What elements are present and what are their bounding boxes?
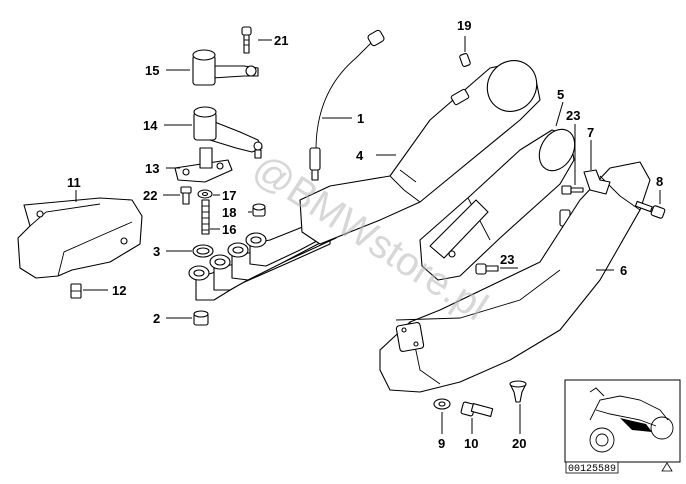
part-2-nut[interactable] bbox=[193, 310, 209, 326]
label-7: 7 bbox=[587, 125, 594, 140]
label-20: 20 bbox=[512, 436, 526, 451]
part-9-washer[interactable] bbox=[433, 398, 451, 410]
label-12: 12 bbox=[112, 283, 126, 298]
label-1: 1 bbox=[357, 111, 364, 126]
leader-lines bbox=[75, 36, 661, 434]
label-21: 21 bbox=[274, 33, 288, 48]
label-23-upper: 23 bbox=[566, 108, 580, 123]
label-5: 5 bbox=[557, 87, 564, 102]
part-23-bolt-upper[interactable] bbox=[561, 185, 584, 195]
label-19: 19 bbox=[457, 18, 471, 33]
label-15: 15 bbox=[145, 63, 159, 78]
part-18-nut[interactable] bbox=[252, 203, 266, 217]
part-11-heat-shield[interactable] bbox=[17, 197, 143, 279]
label-10: 10 bbox=[464, 436, 478, 451]
label-14: 14 bbox=[143, 118, 158, 133]
part-4-silencer[interactable] bbox=[299, 51, 547, 245]
label-6: 6 bbox=[620, 263, 627, 278]
part-labels: 21 15 14 13 22 17 18 16 3 2 11 12 1 4 19… bbox=[67, 18, 663, 451]
drawing-number-box: 00125589 bbox=[565, 461, 619, 475]
triangle-marker-icon bbox=[661, 462, 673, 472]
part-13-plate[interactable] bbox=[174, 147, 233, 183]
label-22: 22 bbox=[143, 188, 157, 203]
label-16: 16 bbox=[222, 222, 236, 237]
part-23-bolt-lower[interactable] bbox=[475, 263, 499, 275]
part-17-washer[interactable] bbox=[197, 189, 213, 199]
label-3: 3 bbox=[153, 244, 160, 259]
drawing-number: 00125589 bbox=[568, 464, 616, 475]
part-8-bolt[interactable] bbox=[634, 200, 666, 219]
label-11: 11 bbox=[67, 175, 81, 190]
part-14-bracket[interactable] bbox=[193, 106, 263, 159]
label-13: 13 bbox=[145, 161, 159, 176]
label-2: 2 bbox=[153, 311, 160, 326]
part-21-bolt[interactable] bbox=[241, 26, 252, 54]
part-20-grommet[interactable] bbox=[509, 380, 527, 403]
motorcycle-thumbnail[interactable] bbox=[564, 379, 681, 463]
part-22-bolt[interactable] bbox=[180, 186, 192, 205]
part-15-lever[interactable] bbox=[192, 49, 259, 86]
part-6-silencer[interactable] bbox=[379, 161, 651, 393]
label-23-lower: 23 bbox=[500, 252, 514, 267]
part-3-gasket[interactable] bbox=[192, 244, 214, 258]
part-5-silencer[interactable] bbox=[419, 123, 582, 281]
label-8: 8 bbox=[656, 174, 663, 189]
part-1-oxygen-sensor[interactable] bbox=[309, 29, 385, 181]
part-7-clip[interactable] bbox=[583, 169, 611, 195]
label-9: 9 bbox=[438, 436, 445, 451]
part-10-bolt[interactable] bbox=[460, 401, 494, 418]
label-4: 4 bbox=[356, 148, 364, 163]
part-16-bolt[interactable] bbox=[201, 199, 210, 235]
label-17: 17 bbox=[222, 188, 236, 203]
part-12-clip[interactable] bbox=[70, 283, 82, 299]
label-18: 18 bbox=[222, 205, 236, 220]
part-19-pin[interactable] bbox=[459, 53, 471, 67]
